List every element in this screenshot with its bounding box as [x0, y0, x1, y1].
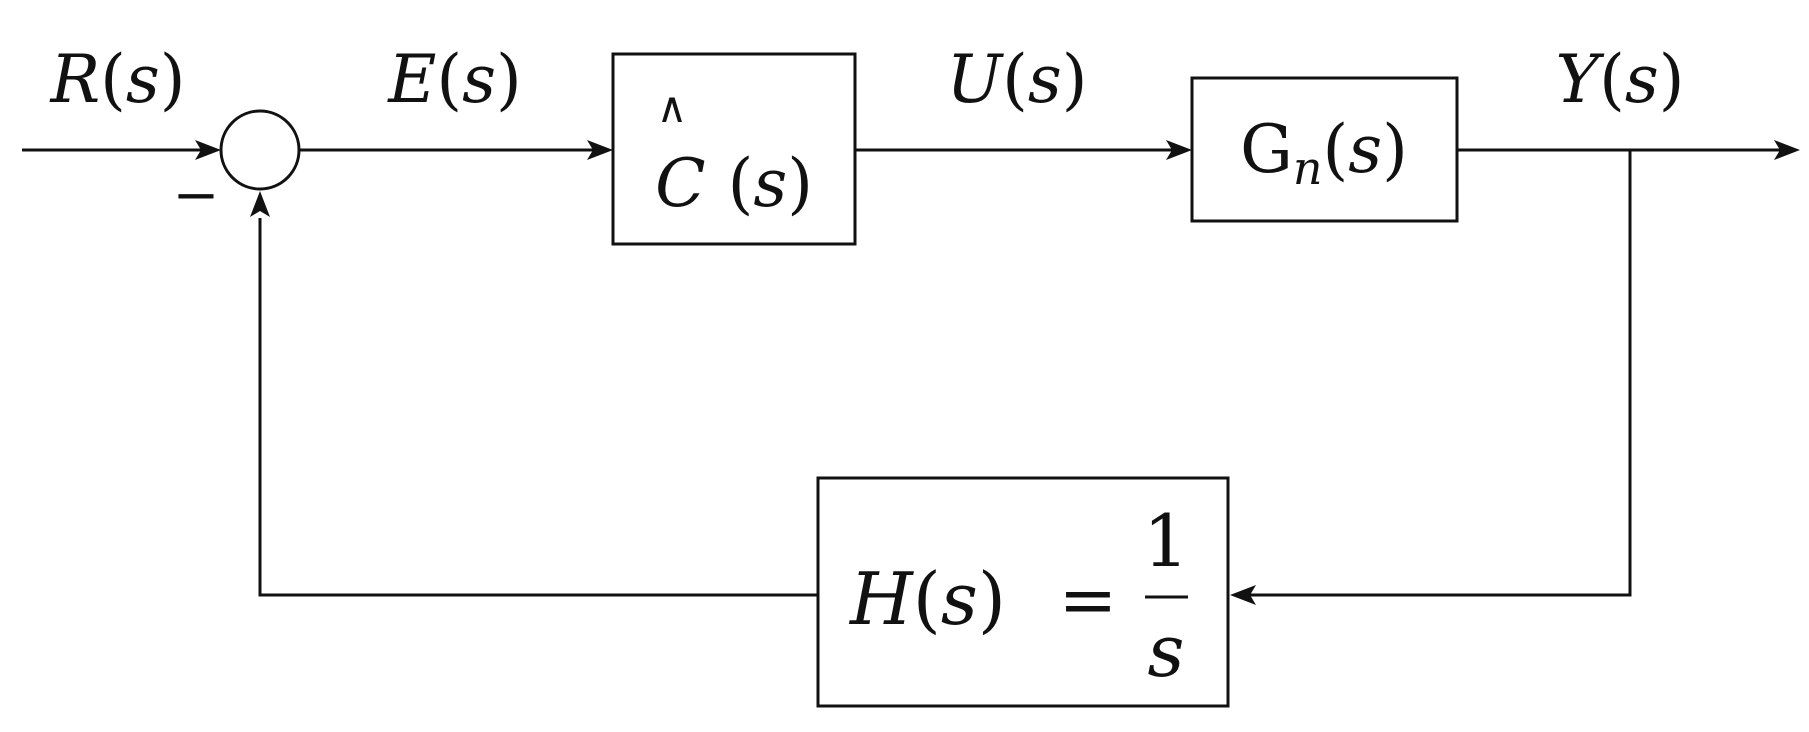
output-label: Y(s) — [1556, 41, 1685, 118]
arrowhead-into-plant — [1166, 140, 1192, 160]
feedback-lhs: H(s) — [848, 557, 1006, 641]
reference-label: R(s) — [49, 41, 185, 118]
controller-label: C(s) — [655, 145, 813, 222]
summing-junction — [219, 109, 301, 191]
controller-block — [611, 52, 857, 246]
arrowhead-into-junction — [195, 140, 221, 160]
plant-label: Gn(s) — [1240, 111, 1408, 195]
feedback-numerator: 1 — [1143, 499, 1189, 583]
feedback-block — [816, 476, 1230, 708]
arrowhead-output — [1774, 140, 1800, 160]
controller-hat-accent: ∧ — [657, 83, 688, 132]
feedback-denominator: s — [1148, 609, 1185, 693]
arrowhead-into-junction-bottom — [250, 191, 270, 217]
arrowhead-into-feedback-block — [1230, 585, 1256, 605]
feedback-equals: = — [1059, 559, 1118, 641]
error-label: E(s) — [387, 41, 522, 118]
plant-block — [1190, 76, 1459, 223]
control-label: U(s) — [947, 41, 1088, 118]
arrowhead-into-controller — [587, 140, 613, 160]
feedback-path-line — [1246, 150, 1632, 597]
feedback-return-line — [258, 218, 818, 597]
feedback-sign: − — [173, 163, 220, 228]
